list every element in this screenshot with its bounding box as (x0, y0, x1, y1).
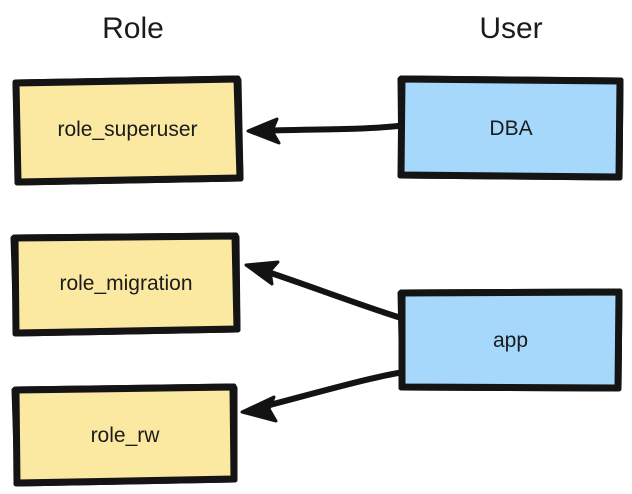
node-role-rw[interactable]: role_rw (11, 383, 238, 487)
node-shape (12, 75, 244, 186)
node-shape (10, 232, 241, 337)
column-header-user: User (479, 12, 543, 45)
node-role-migration[interactable]: role_migration (10, 232, 241, 337)
edge-dba-to-role-superuser (246, 117, 401, 145)
node-shape (397, 288, 623, 392)
node-app[interactable]: app (397, 288, 623, 392)
node-dba[interactable]: DBA (397, 75, 624, 181)
node-role-superuser[interactable]: role_superuser (12, 75, 244, 186)
node-shape (397, 75, 624, 181)
edge-app-to-role-migration (244, 260, 401, 320)
column-header-role: Role (102, 12, 164, 45)
node-shape (11, 383, 238, 487)
edge-app-to-role-rw (240, 370, 401, 423)
